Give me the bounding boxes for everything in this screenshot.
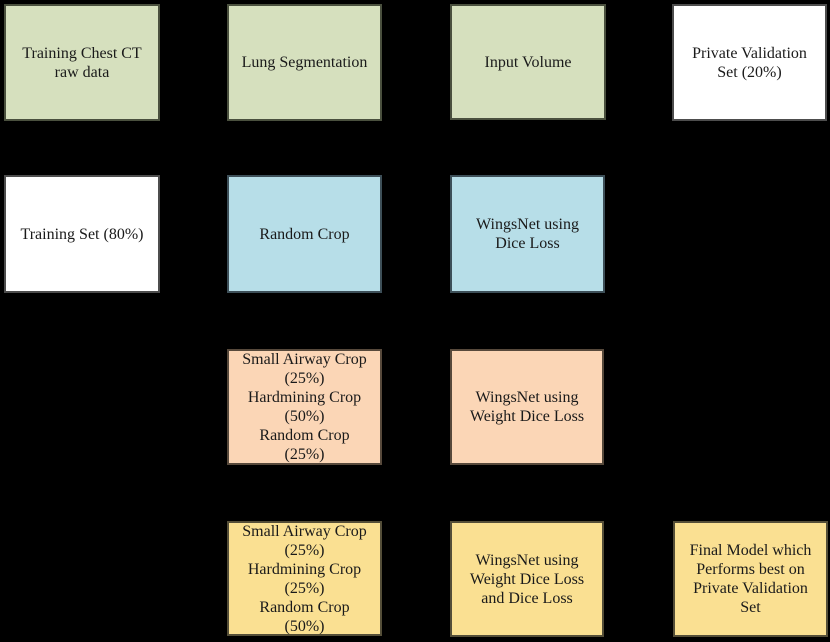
box-wingsnet-weight-dice-and-dice-loss: WingsNet using Weight Dice Loss and Dice… <box>450 521 604 637</box>
box-final-model: Final Model which Performs best on Priva… <box>673 521 828 637</box>
box-label: WingsNet using Weight Dice Loss <box>469 389 585 425</box>
box-crop-mix-stage-2: Small Airway Crop (25%) Hardmining Crop … <box>227 349 382 465</box>
box-label: Input Volume <box>484 53 572 71</box>
box-training-set: Training Set (80%) <box>4 175 160 293</box>
box-label: WingsNet using Weight Dice Loss and Dice… <box>469 551 585 607</box>
box-label: Lung Segmentation <box>241 54 368 71</box>
box-input-volume: Input Volume <box>450 4 606 120</box>
box-wingsnet-weight-dice-loss: WingsNet using Weight Dice Loss <box>450 349 604 465</box>
box-label: Training Set (80%) <box>20 225 144 243</box>
box-label: WingsNet using Dice Loss <box>476 216 579 252</box>
box-private-validation-set: Private Validation Set (20%) <box>672 4 827 121</box>
box-lung-segmentation: Lung Segmentation <box>227 4 382 121</box>
box-label: Small Airway Crop (25%) Hardmining Crop … <box>242 351 367 463</box>
box-wingsnet-dice-loss: WingsNet using Dice Loss <box>450 175 605 293</box>
box-label: Private Validation Set (20%) <box>692 44 807 81</box>
box-label: Small Airway Crop (25%) Hardmining Crop … <box>242 522 367 635</box>
box-label: Training Chest CT raw data <box>22 44 142 81</box>
box-random-crop: Random Crop <box>227 175 382 293</box>
box-label: Random Crop <box>259 225 350 243</box>
box-training-chest-ct-raw-data: Training Chest CT raw data <box>4 4 160 121</box>
box-label: Final Model which Performs best on Priva… <box>689 542 812 616</box>
box-crop-mix-stage-3: Small Airway Crop (25%) Hardmining Crop … <box>227 521 382 636</box>
